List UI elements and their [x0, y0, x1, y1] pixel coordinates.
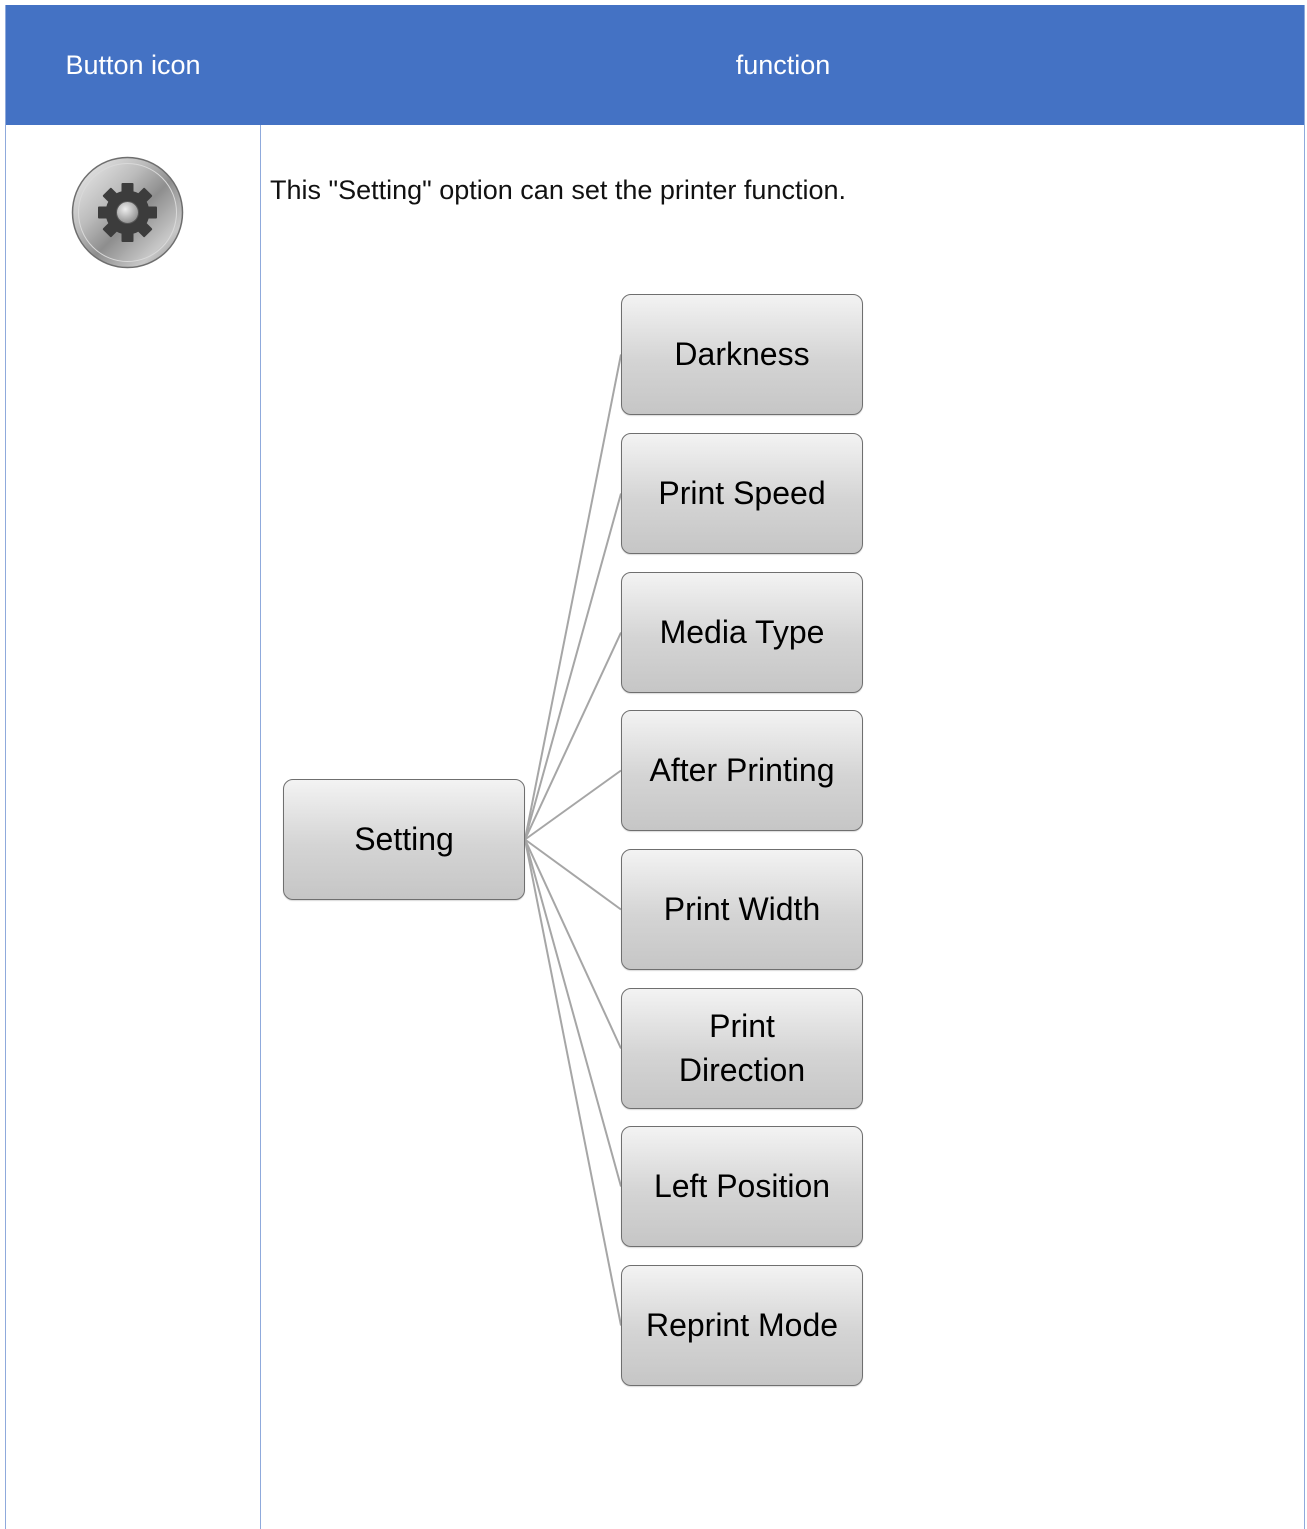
header-function: function [735, 49, 831, 80]
reprint-mode-node: Reprint Mode [621, 1265, 863, 1386]
setting-node: Setting [283, 779, 525, 900]
print-direction-node-label: Print Direction [678, 1008, 806, 1088]
left-position-node: Left Position [621, 1126, 863, 1247]
reprint-mode-node-label: Reprint Mode [645, 1306, 839, 1343]
print-direction-node: Print Direction [621, 988, 863, 1109]
left-position-node-label: Left Position [653, 1167, 831, 1204]
column-divider [260, 125, 261, 1529]
gear-icon [71, 156, 184, 269]
darkness-node-label: Darkness [674, 335, 810, 372]
print-width-node: Print Width [621, 849, 863, 970]
print-width-node-label: Print Width [663, 890, 821, 927]
media-type-node-label: Media Type [659, 613, 825, 650]
function-table: Button icon function [5, 5, 1305, 1529]
media-type-node: Media Type [621, 572, 863, 693]
after-printing-node: After Printing [621, 710, 863, 831]
after-printing-node-label: After Printing [649, 751, 835, 788]
table-header: Button icon function [6, 5, 1304, 125]
darkness-node: Darkness [621, 294, 863, 415]
print-speed-node: Print Speed [621, 433, 863, 554]
setting-node-label: Setting [354, 820, 454, 857]
header-button-icon: Button icon [65, 49, 201, 80]
print-speed-node-label: Print Speed [658, 474, 826, 511]
setting-description: This "Setting" option can set the printe… [270, 175, 846, 205]
